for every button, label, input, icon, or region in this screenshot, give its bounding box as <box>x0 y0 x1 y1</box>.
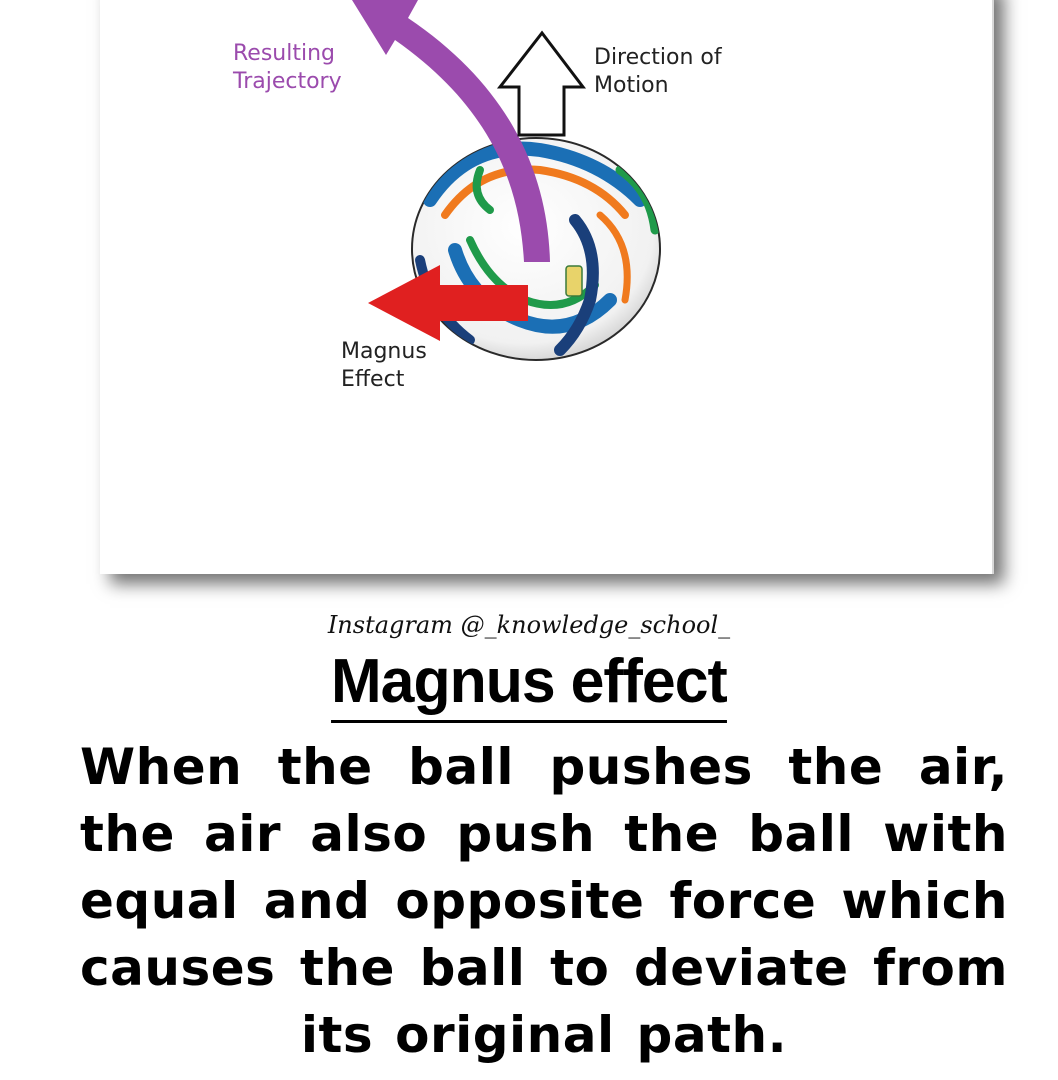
magnus-diagram <box>352 0 661 361</box>
description-text: When the ball pushes the air, the air al… <box>80 738 1008 1064</box>
direction-label: Direction of Motion <box>594 44 722 100</box>
direction-arrow-icon <box>496 30 587 137</box>
magnus-arrow-icon <box>368 265 528 341</box>
magnus-label-line1: Magnus <box>341 339 427 364</box>
direction-label-line1: Direction of <box>594 45 722 70</box>
trajectory-label-line2: Trajectory <box>233 69 342 94</box>
trajectory-label-line1: Resulting <box>233 41 335 66</box>
magnus-label-line2: Effect <box>341 367 405 392</box>
magnus-label: Magnus Effect <box>341 338 427 394</box>
instagram-credit: Instagram @_knowledge_school_ <box>327 611 731 639</box>
page-title: Magnus effect <box>331 644 728 723</box>
trajectory-label: Resulting Trajectory <box>233 40 342 96</box>
trajectory-arrow-icon <box>352 0 550 262</box>
direction-label-line2: Motion <box>594 73 669 98</box>
page-title-wrapper: Magnus effect <box>0 644 1058 723</box>
